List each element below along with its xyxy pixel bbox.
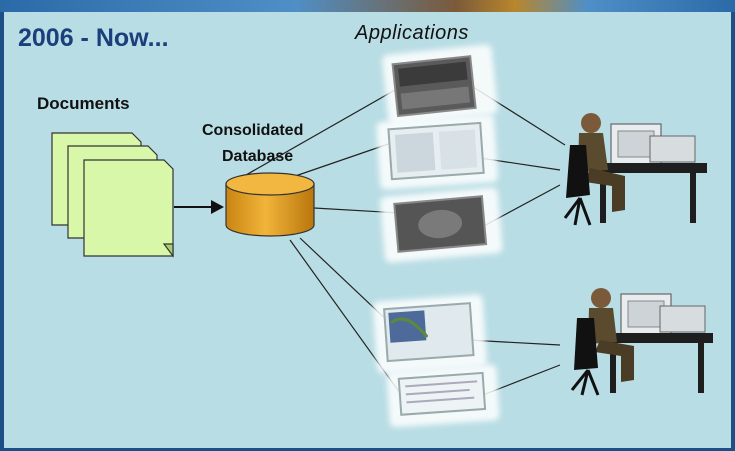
connector-db-app1	[231, 89, 396, 184]
top-banner-strip	[0, 0, 735, 12]
application-screen-icon-5	[386, 364, 500, 428]
applications-label: Applications	[355, 22, 469, 44]
arrow-documents-to-database	[174, 200, 224, 214]
slide-title: 2006 - Now...	[18, 24, 169, 52]
application-screen-icon-1	[382, 44, 498, 125]
documents-label: Documents	[37, 94, 130, 113]
computer-user-icon-2	[570, 288, 713, 396]
database-cylinder-icon	[225, 172, 315, 237]
application-screen-icon-3	[380, 187, 503, 263]
application-screen-icon-4	[372, 294, 487, 374]
database-label-line2: Database	[222, 148, 294, 165]
connector-db-app5	[289, 239, 406, 401]
computer-user-icon-1	[563, 113, 707, 226]
application-screen-icon-2	[376, 114, 498, 190]
document-stack-icon	[51, 132, 174, 258]
database-label-line1: Consolidated	[202, 122, 304, 139]
